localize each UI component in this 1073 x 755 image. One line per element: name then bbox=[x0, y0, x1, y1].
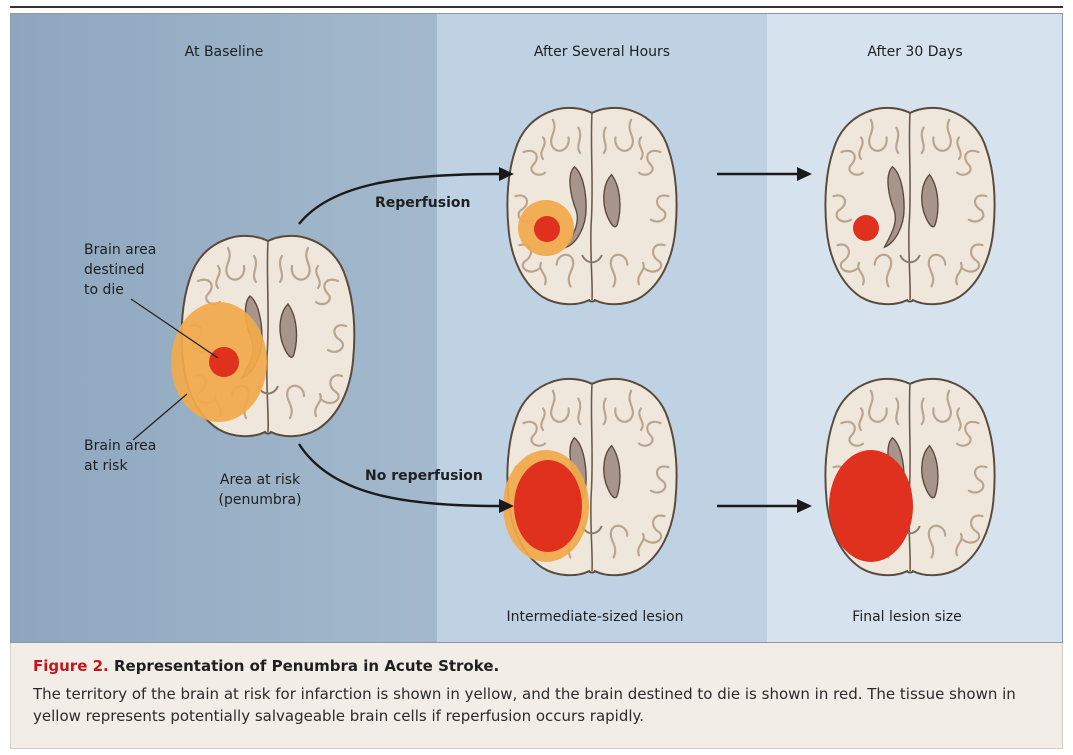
core-days-reperfusion bbox=[853, 215, 879, 241]
figure-panels: At Baseline After Several Hours After 30… bbox=[10, 13, 1063, 643]
label-intermediate-lesion: Intermediate-sized lesion bbox=[507, 607, 684, 627]
figure-number: Figure 2. bbox=[33, 657, 109, 675]
core-days-no-reperfusion bbox=[829, 450, 913, 562]
brain-days-reperfusion bbox=[825, 108, 994, 304]
column-title-baseline: At Baseline bbox=[185, 44, 264, 60]
arrowhead-hours-to-days-top bbox=[797, 167, 812, 181]
arrowhead-hours-to-days-bottom bbox=[797, 499, 812, 513]
caption-body: The territory of the brain at risk for i… bbox=[33, 683, 1040, 727]
label-at-risk: Brain area at risk bbox=[84, 436, 156, 476]
figure-caption: Figure 2. Representation of Penumbra in … bbox=[10, 643, 1063, 749]
column-title-several-hours: After Several Hours bbox=[534, 44, 670, 60]
core-baseline bbox=[209, 347, 239, 377]
label-final-lesion: Final lesion size bbox=[852, 607, 961, 627]
label-reperfusion: Reperfusion bbox=[375, 193, 470, 213]
label-destined-to-die: Brain area destined to die bbox=[84, 240, 156, 300]
label-no-reperfusion: No reperfusion bbox=[365, 466, 483, 486]
caption-title-line: Figure 2. Representation of Penumbra in … bbox=[33, 657, 1040, 675]
diagram-art bbox=[11, 14, 1063, 643]
column-title-thirty-days: After 30 Days bbox=[867, 44, 962, 60]
label-penumbra: Area at risk (penumbra) bbox=[218, 470, 301, 510]
pointer-line-penumbra bbox=[133, 394, 187, 440]
caption-title: Representation of Penumbra in Acute Stro… bbox=[114, 657, 499, 675]
core-hours-reperfusion bbox=[534, 216, 560, 242]
core-hours-no-reperfusion bbox=[514, 460, 582, 552]
